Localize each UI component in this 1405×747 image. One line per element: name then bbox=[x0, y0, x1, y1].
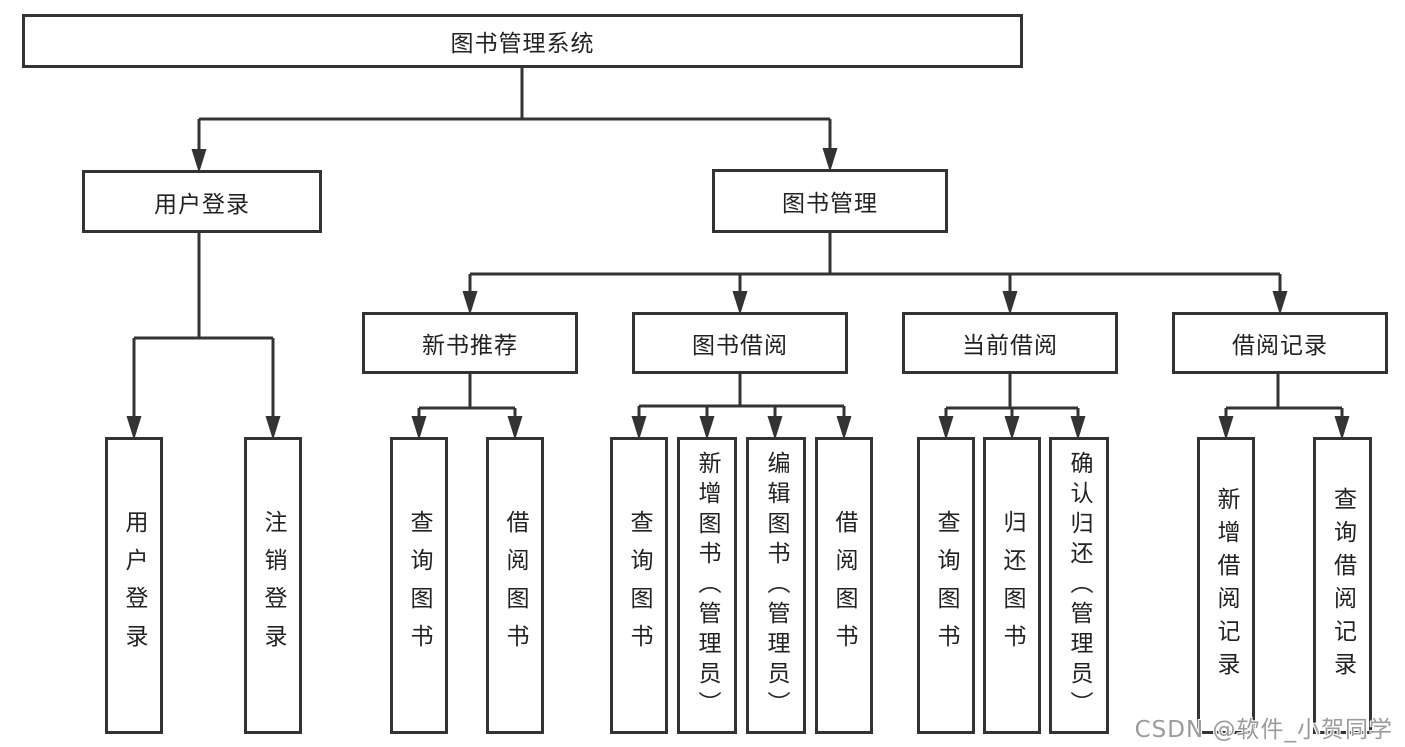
leaf-edit-books-admin: 编辑图书（管理员） bbox=[746, 437, 806, 734]
leaf-label: 借阅图书 bbox=[831, 509, 857, 662]
leaf-label: 注销登录 bbox=[260, 509, 286, 662]
leaf-label: 确认归还（管理员） bbox=[1066, 450, 1092, 721]
leaf-borrow-books-recommend: 借阅图书 bbox=[486, 437, 544, 734]
node-library-management-system: 图书管理系统 bbox=[22, 14, 1023, 68]
node-label: 图书管理系统 bbox=[450, 31, 595, 57]
leaf-label: 查询图书 bbox=[933, 509, 959, 662]
leaf-add-books-admin: 新增图书（管理员） bbox=[677, 437, 737, 734]
node-user-login: 用户登录 bbox=[82, 170, 322, 233]
leaf-label: 查询图书 bbox=[626, 509, 652, 662]
leaf-confirm-return-admin: 确认归还（管理员） bbox=[1049, 437, 1109, 734]
leaf-label: 用户登录 bbox=[121, 509, 147, 662]
leaf-query-borrow-record: 查询借阅记录 bbox=[1313, 437, 1372, 734]
node-current-borrowing: 当前借阅 bbox=[902, 312, 1118, 374]
leaf-label: 新增图书（管理员） bbox=[694, 450, 720, 721]
leaf-borrow-books: 借阅图书 bbox=[815, 437, 873, 734]
node-new-book-recommendation: 新书推荐 bbox=[362, 312, 578, 374]
leaf-label: 查询图书 bbox=[406, 509, 432, 662]
leaf-label: 查询借阅记录 bbox=[1329, 486, 1356, 685]
leaf-user-login: 用户登录 bbox=[105, 437, 163, 734]
node-book-management: 图书管理 bbox=[712, 169, 948, 233]
node-label: 用户登录 bbox=[154, 191, 250, 218]
node-label: 借阅记录 bbox=[1232, 333, 1328, 359]
leaf-label: 借阅图书 bbox=[502, 509, 528, 662]
leaf-return-books: 归还图书 bbox=[983, 437, 1041, 734]
node-label: 图书管理 bbox=[782, 191, 878, 217]
leaf-logout: 注销登录 bbox=[244, 437, 302, 734]
node-book-borrowing: 图书借阅 bbox=[632, 312, 848, 374]
node-label: 当前借阅 bbox=[962, 333, 1058, 359]
leaf-query-books-recommend: 查询图书 bbox=[390, 437, 448, 734]
leaf-query-books-borrow: 查询图书 bbox=[610, 437, 668, 734]
leaf-label: 新增借阅记录 bbox=[1213, 486, 1239, 685]
leaf-label: 归还图书 bbox=[999, 509, 1025, 662]
leaf-label: 编辑图书（管理员） bbox=[763, 450, 789, 721]
leaf-query-books-current: 查询图书 bbox=[917, 437, 975, 734]
node-label: 新书推荐 bbox=[422, 333, 518, 359]
node-label: 图书借阅 bbox=[692, 333, 788, 359]
csdn-watermark: CSDN @软件_小贺同学 bbox=[1134, 717, 1393, 743]
leaf-add-borrow-record: 新增借阅记录 bbox=[1197, 437, 1255, 734]
node-borrowing-records: 借阅记录 bbox=[1172, 312, 1388, 374]
